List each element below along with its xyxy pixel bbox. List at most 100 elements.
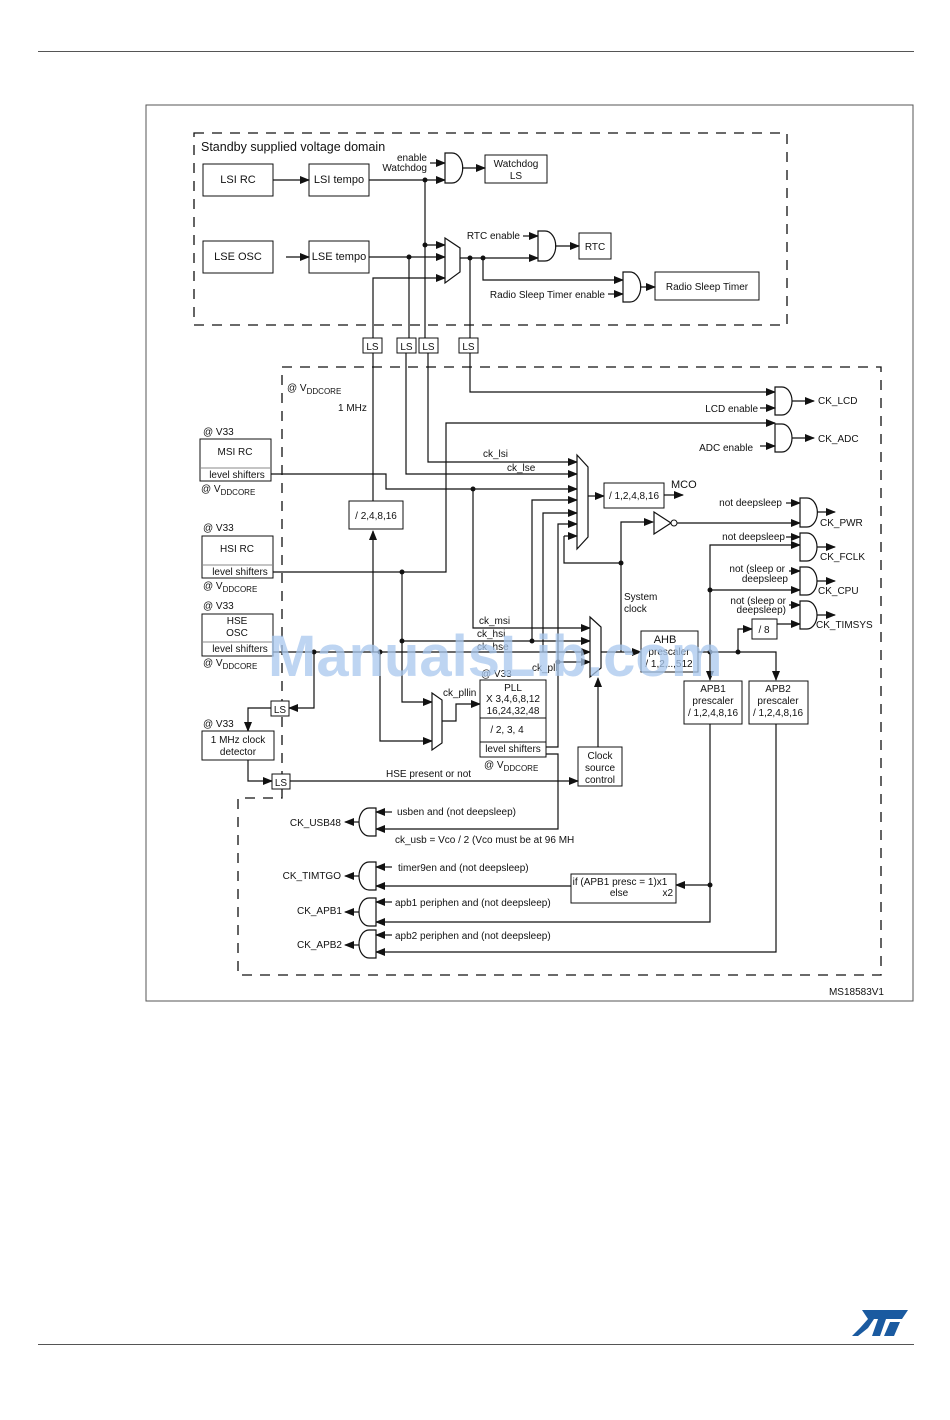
svg-text:/ 1,2,4,8,16: / 1,2,4,8,16 — [688, 708, 738, 719]
ck-lse-label: ck_lse — [507, 463, 536, 474]
svg-text:LS: LS — [366, 342, 379, 353]
apb2-periphen-label: apb2 periphen and (not deepsleep) — [395, 931, 551, 942]
watchdog-and-gate — [444, 152, 464, 184]
pwr-not-deepsleep-label: not deepsleep — [719, 498, 782, 509]
adc-enable-label: ADC enable — [699, 443, 753, 454]
svg-text:LSE tempo: LSE tempo — [312, 251, 366, 263]
apb2-prescaler-block: APB2 prescaler / 1,2,4,8,16 — [748, 680, 809, 725]
cpu-not-sleep-label-2: deepsleep — [742, 574, 789, 585]
ls-box-3: LS — [418, 337, 439, 354]
lse-tempo-block: LSE tempo — [308, 240, 370, 274]
mco-mux — [576, 453, 589, 551]
svg-text:/ 2, 3, 4: / 2, 3, 4 — [490, 725, 524, 736]
vddcore-label-top: @ VDDCORE — [287, 383, 341, 396]
ls-box-detector-in: LS — [270, 700, 290, 717]
pll-v33-label: @ V33 — [481, 669, 512, 680]
ck-usb48-gate — [358, 807, 377, 837]
svg-text:else: else — [610, 888, 629, 899]
timer-multiplier-block: if (APB1 presc = 1)x1 else x2 — [570, 873, 677, 904]
svg-text:control: control — [585, 775, 615, 786]
svg-text:Clock: Clock — [587, 751, 613, 762]
rtc-block: RTC — [578, 232, 612, 260]
hsi-rc-block: HSI RC level shifters — [201, 535, 274, 579]
sysclk-inverter — [653, 510, 673, 536]
svg-text:LS: LS — [400, 342, 413, 353]
timsys-not-sleep-label-1: not (sleep or — [730, 596, 786, 607]
svg-text:Watchdog: Watchdog — [494, 159, 539, 170]
svg-text:/ 1,2,..,512: / 1,2,..,512 — [645, 659, 693, 670]
svg-text:level shifters: level shifters — [485, 744, 541, 755]
hse-vddcore-label: @ VDDCORE — [203, 658, 257, 671]
mco-label: MCO — [671, 479, 697, 491]
fclk-not-deepsleep-label: not deepsleep — [722, 532, 785, 543]
rst-enable-label: Radio Sleep Timer enable — [490, 290, 606, 301]
svg-text:/ 2,4,8,16: / 2,4,8,16 — [355, 511, 397, 522]
rtc-and-gate — [537, 230, 557, 262]
detector-v33-label: @ V33 — [203, 719, 234, 730]
ck-lcd-label: CK_LCD — [818, 396, 857, 407]
apb1-periphen-label: apb1 periphen and (not deepsleep) — [395, 898, 551, 909]
svg-text:LS: LS — [274, 705, 287, 716]
st-logo-icon — [852, 1310, 908, 1336]
ls-box-1: LS — [362, 337, 383, 354]
standby-domain-boundary — [193, 132, 788, 326]
svg-text:x2: x2 — [662, 888, 673, 899]
ck-msi-label: ck_msi — [479, 616, 510, 627]
svg-text:AHB: AHB — [654, 634, 677, 646]
ck-pwr-gate — [799, 497, 818, 528]
radio-sleep-timer-block: Radio Sleep Timer — [654, 271, 760, 301]
svg-text:level shifters: level shifters — [209, 470, 265, 481]
svg-text:HSE: HSE — [227, 616, 248, 627]
header-rule — [38, 51, 914, 52]
svg-text:prescaler: prescaler — [648, 647, 690, 658]
svg-text:source: source — [585, 763, 615, 774]
system-clock-label-1: System — [624, 592, 657, 603]
timsys-not-sleep-label-2: deepsleep) — [737, 605, 786, 616]
ck-usb48-label: CK_USB48 — [290, 818, 342, 829]
cpu-not-sleep-label-1: not (sleep or — [729, 564, 785, 575]
ls-clock-mux — [444, 236, 461, 285]
svg-text:RTC: RTC — [585, 242, 605, 253]
ck-lsi-label: ck_lsi — [483, 449, 508, 460]
ck-cpu-gate — [799, 566, 818, 596]
lcd-enable-label: LCD enable — [705, 404, 758, 415]
rst-and-gate — [622, 271, 642, 303]
hse-present-label: HSE present or not — [386, 769, 471, 780]
apb1-prescaler-block: APB1 prescaler / 1,2,4,8,16 — [683, 680, 743, 725]
svg-text:LSE OSC: LSE OSC — [214, 251, 262, 263]
hsi-v33-label: @ V33 — [203, 523, 234, 534]
system-clock-mux — [589, 615, 602, 679]
ck-apb2-label: CK_APB2 — [297, 940, 342, 951]
svg-text:16,24,32,48: 16,24,32,48 — [487, 706, 540, 717]
svg-text:MSI RC: MSI RC — [218, 447, 253, 458]
pll-block: PLL X 3,4,6,8,12 16,24,32,48 / 2, 3, 4 l… — [479, 679, 547, 758]
usben-label: usben and (not deepsleep) — [397, 807, 516, 818]
ck-timsys-label: CK_TIMSYS — [816, 620, 873, 631]
clock-detector-block: 1 MHz clock detector — [201, 730, 275, 761]
hsi-vddcore-label: @ VDDCORE — [203, 581, 257, 594]
ck-fclk-label: CK_FCLK — [820, 552, 865, 563]
svg-text:level shifters: level shifters — [212, 644, 268, 655]
watermark: ManualsLib.com — [268, 624, 722, 689]
ck-adc-gate — [774, 423, 793, 453]
div8-block: / 8 — [751, 618, 778, 640]
ck-pll-label: ck_pll — [532, 663, 558, 674]
ck-timtgo-label: CK_TIMTGO — [283, 871, 342, 882]
enable-label: enable — [397, 153, 427, 164]
svg-text:APB1: APB1 — [700, 684, 726, 695]
ck-apb2-gate — [358, 929, 377, 959]
clock-source-control-block: Clock source control — [577, 746, 623, 787]
svg-text:LS: LS — [422, 342, 435, 353]
ck-pwr-label: CK_PWR — [820, 518, 863, 529]
svg-text:OSC: OSC — [226, 628, 248, 639]
svg-text:HSI RC: HSI RC — [220, 544, 254, 555]
ck-apb1-gate — [358, 897, 377, 927]
pll-vddcore-label: @ VDDCORE — [484, 760, 538, 773]
svg-text:detector: detector — [220, 747, 257, 758]
svg-text:1 MHz clock: 1 MHz clock — [211, 735, 266, 746]
svg-text:level shifters: level shifters — [212, 567, 268, 578]
ls-box-2: LS — [396, 337, 417, 354]
core-domain-boundary — [237, 366, 882, 976]
ck-hsi-label: ck_hsi — [477, 629, 505, 640]
